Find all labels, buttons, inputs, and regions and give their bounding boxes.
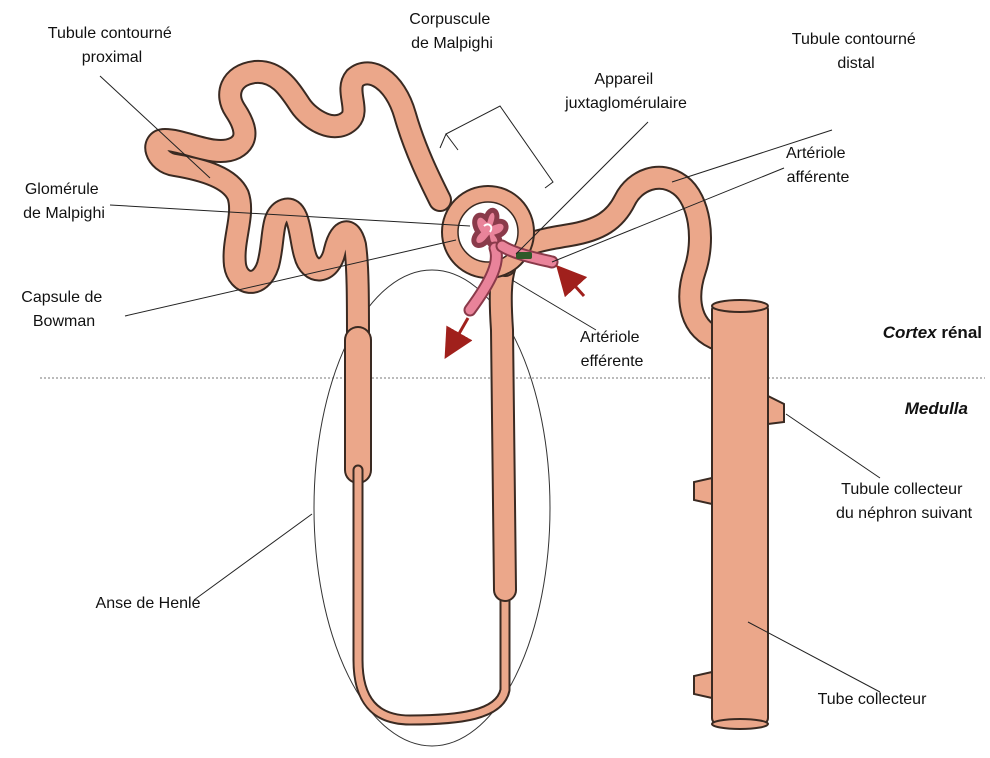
- label-medulla: Medulla: [905, 399, 968, 418]
- label-tube-collecteur: Tube collecteur: [818, 691, 927, 708]
- label-corpuscule: Corpuscule de Malpighi: [409, 11, 494, 52]
- proximal-convoluted-tubule: [156, 72, 440, 340]
- macula-densa: [516, 252, 532, 259]
- label-anse-henle: Anse de Henle: [96, 595, 201, 612]
- label-glomerule: Glomérule de Malpighi: [23, 181, 105, 222]
- label-arteriole-afferente: Artériole afférente: [786, 145, 850, 186]
- label-arteriole-efferente: Artériole efférente: [580, 329, 644, 370]
- loop-of-henle: [358, 265, 505, 720]
- label-tubule-collecteur-suivant: Tubule collecteur du néphron suivant: [836, 481, 973, 522]
- label-capsule-bowman: Capsule de Bowman: [21, 289, 106, 330]
- label-cortex-renal: Cortex rénal: [883, 323, 982, 342]
- afferent-flow-arrow: [566, 276, 584, 296]
- label-appareil-juxtaglomerulaire: Appareil juxtaglomérulaire: [564, 71, 687, 112]
- label-tubule-distal: Tubule contourné distal: [792, 31, 920, 72]
- efferent-flow-arrow: [452, 318, 468, 346]
- collecting-duct: [694, 300, 784, 729]
- label-tubule-proximal: Tubule contourné proximal: [48, 25, 176, 66]
